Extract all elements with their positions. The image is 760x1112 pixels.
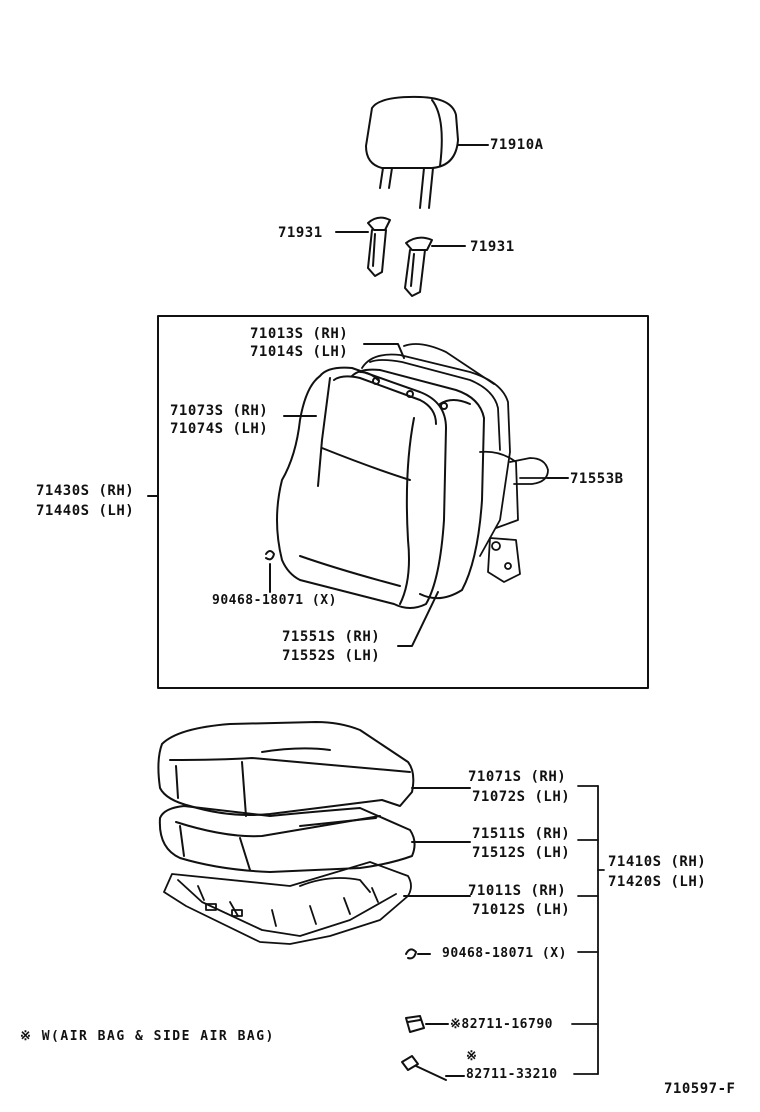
label-back-assy-rh: 71430S (RH)	[36, 483, 135, 499]
label-cushion-clip: 90468-18071 (X)	[442, 946, 567, 961]
seat-back-frame-drawing	[361, 343, 549, 583]
label-cushion-pad-lh: 71512S (LH)	[472, 845, 571, 861]
label-cushion-pad-rh: 71511S (RH)	[472, 826, 571, 842]
seat-cushion-cover-drawing	[157, 721, 415, 817]
label-support-left: 71931	[278, 225, 323, 241]
headrest-drawing	[365, 95, 459, 209]
leader-back-board	[397, 591, 439, 647]
seat-back-board-drawing	[351, 368, 485, 600]
label-back-spring-lh: 71014S (LH)	[250, 344, 349, 360]
seat-cushion-frame-drawing	[163, 861, 412, 945]
label-cushion-frame-lh: 71012S (LH)	[472, 902, 571, 918]
seat-back-frame-box	[157, 315, 649, 689]
label-back-pad-rh: 71073S (RH)	[170, 403, 269, 419]
label-cushion-cover-lh: 71072S (LH)	[472, 789, 571, 805]
label-cushion-cover-rh: 71071S (RH)	[468, 769, 567, 785]
label-back-clip: 90468-18071 (X)	[212, 593, 337, 608]
wire-clamp-drawing	[401, 1055, 447, 1081]
label-back-board-lh: 71552S (LH)	[282, 648, 381, 664]
label-cushion-frame-rh: 71011S (RH)	[468, 883, 567, 899]
label-cushion-assy-rh: 71410S (RH)	[608, 854, 707, 870]
headrest-support-right-drawing	[404, 236, 433, 297]
figure-id: 710597-F	[664, 1081, 736, 1097]
back-clip-drawing	[265, 550, 275, 561]
label-wire-mark: ※	[466, 1049, 478, 1064]
label-hinge: 71553B	[570, 471, 624, 487]
seat-back-cushion-drawing	[276, 366, 447, 609]
cushion-clip-drawing	[405, 948, 417, 960]
seat-cushion-pad-drawing	[158, 805, 416, 873]
label-back-assy-lh: 71440S (LH)	[36, 503, 135, 519]
headrest-support-left-drawing	[367, 216, 391, 277]
label-back-spring-rh: 71013S (RH)	[250, 326, 349, 342]
label-support-right: 71931	[470, 239, 515, 255]
label-headrest: 71910A	[490, 137, 544, 153]
leader-back-spring	[363, 343, 405, 359]
label-back-pad-lh: 71074S (LH)	[170, 421, 269, 437]
label-back-board-rh: 71551S (RH)	[282, 629, 381, 645]
footnote: ※ W(AIR BAG & SIDE AIR BAG)	[20, 1029, 275, 1044]
label-cushion-assy-lh: 71420S (LH)	[608, 874, 707, 890]
bracket-cushion-assy	[571, 785, 605, 1075]
label-wire-clamp: 82711-33210	[466, 1067, 558, 1082]
label-harness-clamp: ※82711-16790	[450, 1017, 553, 1032]
harness-clamp-drawing	[405, 1015, 425, 1033]
